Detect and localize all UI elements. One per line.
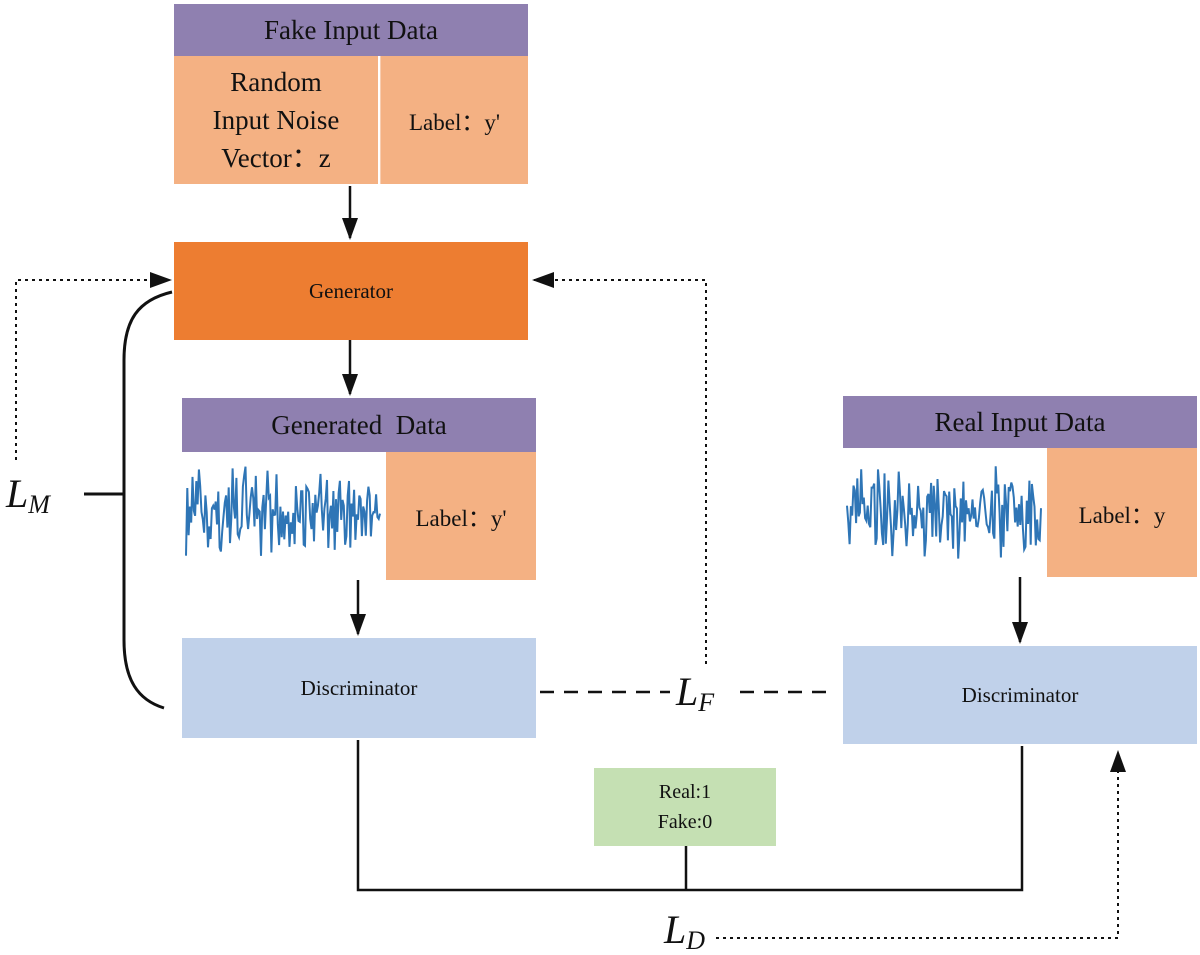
generator-label: Generator bbox=[309, 278, 393, 303]
loss-ld-main: L bbox=[664, 907, 687, 952]
real-label-cell: Label：y bbox=[1047, 448, 1197, 577]
loss-lm-sub: M bbox=[28, 490, 50, 519]
disc-output-line bbox=[356, 740, 1024, 892]
generated-label-text: Label：y' bbox=[415, 506, 507, 531]
real-value-text: Real:1 bbox=[658, 781, 712, 803]
generated-data-title: Generated Data bbox=[182, 398, 536, 452]
discriminator-right: Discriminator bbox=[843, 646, 1197, 744]
discriminator-left-label: Discriminator bbox=[300, 675, 418, 700]
lm-feedback-line bbox=[15, 272, 172, 460]
discriminator-right-label: Discriminator bbox=[961, 682, 1079, 707]
noise-line-2: Input Noise bbox=[212, 105, 340, 135]
loss-lm-main: L bbox=[6, 471, 29, 516]
discriminator-left: Discriminator bbox=[182, 638, 536, 738]
fake-input-title: Fake Input Data bbox=[174, 4, 528, 56]
noise-line-3: Vector：z bbox=[221, 143, 331, 173]
lm-bracket bbox=[122, 290, 173, 710]
real-input-title: Real Input Data bbox=[843, 396, 1197, 448]
fake-label-cell: Label：y' bbox=[380, 56, 528, 184]
real-fake-box: Real:1 Fake:0 bbox=[594, 768, 776, 846]
real-signal-line bbox=[846, 466, 1042, 559]
generated-label-cell: Label：y' bbox=[386, 452, 536, 580]
loss-lm: LM bbox=[6, 474, 50, 518]
real-signal-svg bbox=[846, 466, 1042, 559]
real-label-text: Label：y bbox=[1078, 502, 1166, 528]
noise-vector-cell: Random Input Noise Vector：z bbox=[174, 56, 378, 184]
generated-signal-line bbox=[185, 466, 381, 556]
fake-label-text: Label：y' bbox=[408, 110, 500, 135]
generated-signal-svg bbox=[185, 466, 381, 556]
ld-feedback-line bbox=[716, 750, 1126, 939]
lf-feedback-line bbox=[532, 272, 707, 664]
loss-lf-main: L bbox=[676, 669, 699, 714]
generator-box: Generator bbox=[174, 242, 528, 340]
loss-ld-sub: D bbox=[686, 926, 706, 955]
loss-lf-sub: F bbox=[698, 688, 715, 717]
fake-value-text: Fake:0 bbox=[657, 811, 713, 833]
noise-line-1: Random bbox=[230, 67, 322, 97]
loss-lf: LF bbox=[676, 672, 714, 716]
loss-ld: LD bbox=[664, 910, 705, 954]
generated-signal-plot bbox=[182, 452, 386, 580]
real-signal-plot bbox=[843, 448, 1047, 577]
